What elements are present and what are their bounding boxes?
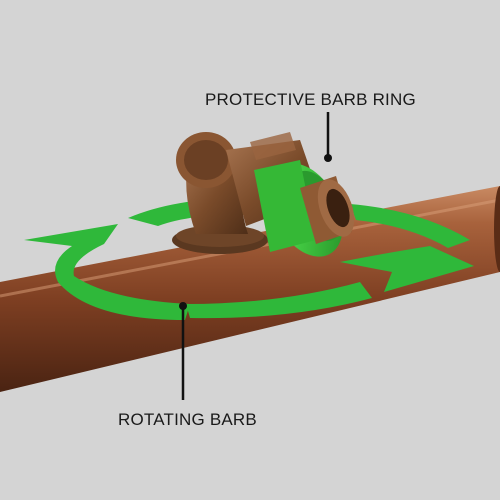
leader-lines <box>179 112 332 400</box>
barb-outlet <box>300 176 355 244</box>
rotation-arrow-front <box>24 224 474 320</box>
callout-rotating-barb: ROTATING BARB <box>118 410 257 429</box>
leader-dot-ring <box>324 154 332 162</box>
leader-dot-barb <box>179 302 187 310</box>
callout-protective-barb-ring: PROTECTIVE BARB RING <box>205 90 416 109</box>
